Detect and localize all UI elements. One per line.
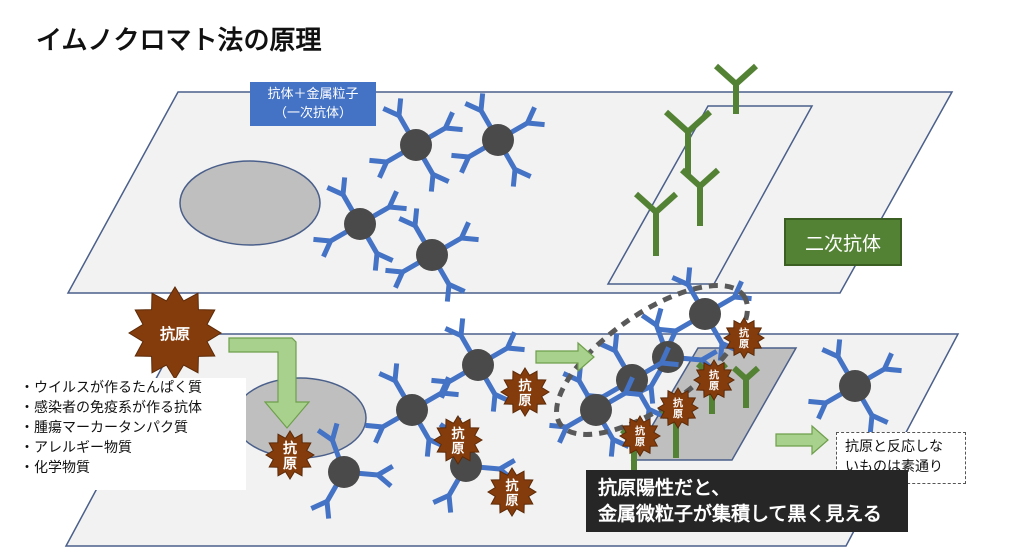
gold-antibody-conjugate xyxy=(385,208,479,302)
primary-antibody-label-box: 抗体＋金属粒子 （一次抗体） xyxy=(250,82,376,126)
antigen-star-label-top: 抗 xyxy=(709,369,719,382)
antigen-star: 抗原 xyxy=(693,359,735,401)
antigen-star-label-top: 抗 xyxy=(451,426,464,442)
page-title: イムノクロマト法の原理 xyxy=(36,26,322,56)
antigen-label: 抗原 xyxy=(160,325,190,343)
bent-flow-arrow xyxy=(228,337,311,429)
secondary-antibody-label-box: 二次抗体 xyxy=(784,218,902,266)
gold-antibody-conjugate xyxy=(365,363,459,457)
flow-arrow-middle xyxy=(535,341,595,373)
antigen-star-label-bottom: 原 xyxy=(505,493,518,508)
gold-antibody-conjugate xyxy=(310,422,394,519)
secondary-antibody-y xyxy=(731,365,761,408)
antigen-star-label-bottom: 原 xyxy=(283,456,297,472)
antigen-star-label-top: 抗 xyxy=(739,327,749,340)
antigen-star-label-top: 抗 xyxy=(283,440,297,457)
antigen-star-label-bottom: 原 xyxy=(518,393,531,408)
antigen-star: 抗原 xyxy=(500,367,550,417)
no-reaction-line1: 抗原と反応しな xyxy=(845,439,943,455)
antigen-example-item: ・感染者の免疫系が作る抗体 xyxy=(20,400,202,416)
antigen-examples-list: ・ウイルスが作るたんぱく質 ・感染者の免疫系が作る抗体 ・腫瘍マーカータンパク質… xyxy=(20,378,246,490)
antigen-star: 抗原 xyxy=(487,467,537,517)
gold-antibody-conjugate xyxy=(808,339,902,433)
secondary-antibody-y xyxy=(713,63,759,114)
positive-result-note: 抗原陽性だと、 金属微粒子が集積して黒く見える xyxy=(586,470,908,532)
positive-result-line1: 抗原陽性だと、 xyxy=(598,477,731,499)
antigen-star: 抗原 xyxy=(265,430,315,480)
secondary-antibody-y xyxy=(679,167,721,226)
antigen-example-item: ・化学物質 xyxy=(20,460,90,476)
antigen-star-label-bottom: 原 xyxy=(673,409,683,421)
primary-antibody-label-line2: （一次抗体） xyxy=(273,106,352,121)
antigen-star-label-bottom: 原 xyxy=(739,339,749,351)
gold-antibody-conjugate xyxy=(369,98,463,192)
antigen-star: 抗原 xyxy=(657,387,699,429)
positive-result-line2: 金属微粒子が集積して黒く見える xyxy=(598,503,882,525)
secondary-antibody-label: 二次抗体 xyxy=(804,232,881,255)
gold-antibody-conjugate xyxy=(549,363,643,457)
antigen-star: 抗原 xyxy=(619,415,661,457)
antigen-star: 抗原 xyxy=(433,415,483,465)
antigen-star-label-top: 抗 xyxy=(673,397,683,410)
antigen-star-label-bottom: 原 xyxy=(451,441,464,456)
gold-antibody-conjugate xyxy=(451,93,545,187)
antigen-example-item: ・アレルギー物質 xyxy=(20,440,132,456)
antigen-star-label-top: 抗 xyxy=(635,425,645,438)
antigen-example-item: ・ウイルスが作るたんぱく質 xyxy=(20,380,202,396)
antigen-star-label-bottom: 原 xyxy=(635,437,645,449)
antigen-example-item: ・腫瘍マーカータンパク質 xyxy=(20,420,188,436)
primary-antibody-label-line1: 抗体＋金属粒子 xyxy=(267,87,359,102)
antigen-star-label-top: 抗 xyxy=(518,378,531,394)
flow-arrow-right xyxy=(775,424,829,456)
gold-antibody-conjugate xyxy=(313,177,407,271)
secondary-antibody-y xyxy=(663,109,713,174)
antigen-star: 抗原 xyxy=(723,317,765,359)
antigen-star-label-top: 抗 xyxy=(505,478,518,494)
upper-sample-pad xyxy=(179,160,321,246)
secondary-antibody-y xyxy=(633,191,679,256)
antigen-star-label-bottom: 原 xyxy=(709,381,719,393)
